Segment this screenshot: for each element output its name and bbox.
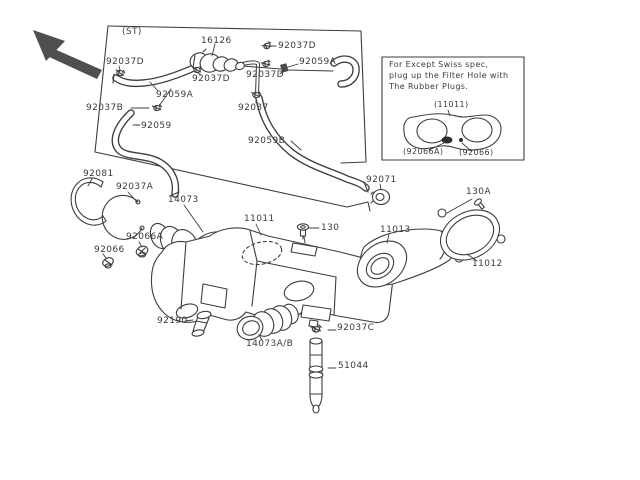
hose-92059a-right-elbow [330, 55, 360, 88]
part-label-cover-11012: 11012 [472, 259, 503, 269]
pointer-arrow-icon [33, 30, 102, 79]
circlip-92037a [101, 194, 145, 240]
part-label-element-11013: 11013 [380, 225, 411, 235]
clamps [114, 40, 322, 333]
cover-ring-11012 [437, 208, 506, 263]
part-label-duct-14073ab: 14073A/B [246, 339, 294, 349]
ring-92081 [70, 177, 107, 226]
part-label-note-line-2: plug up the Filter Hole with [389, 71, 509, 80]
part-label-duct-14073: 14073 [168, 195, 199, 205]
part-label-bolt-130a: 130A [466, 187, 491, 197]
part-label-bolt-130: 130 [321, 223, 340, 233]
part-label-clamp-92037b: 92037B [86, 103, 124, 113]
part-label-note-11011: (11011) [434, 100, 469, 109]
fitting-92190 [191, 310, 212, 337]
plug-92066a [135, 245, 149, 258]
part-label-note-line-1: For Except Swiss spec, [389, 60, 489, 69]
housing-11011 [150, 227, 394, 328]
rubber-plug-filled [441, 136, 453, 144]
breather-pipe [241, 60, 334, 97]
part-label-clamp-92037c: 92037C [337, 323, 375, 333]
part-label-hose-92059a-left: 92059A [156, 90, 194, 100]
duct-14073ab [236, 303, 299, 341]
part-label-clamp-92037d-2: 92037D [278, 41, 316, 51]
part-label-hose-92059b: 92059B [248, 136, 286, 146]
part-label-tube-51044: 51044 [338, 361, 369, 371]
part-label-note-92066: (92066) [459, 148, 494, 157]
tube-51044 [308, 337, 324, 414]
part-label-ring-92081: 92081 [83, 169, 114, 179]
part-label-grommet-92071: 92071 [366, 175, 397, 185]
bolt-130 [296, 223, 310, 240]
part-label-plug-92066a: 92066A [126, 232, 164, 242]
part-label-housing-11011: 11011 [244, 214, 275, 224]
part-label-clamp-92037d-3: 92037D [192, 74, 230, 84]
part-label-st-tag: (ST) [122, 27, 142, 37]
part-label-clamp-92037: 92037 [238, 103, 269, 113]
part-label-fitting-92190: 92190 [157, 316, 188, 326]
part-label-clamp-92037d-4: 92037D [246, 70, 284, 80]
bolt-130a [474, 198, 485, 210]
part-label-valve-16126: 16126 [201, 36, 232, 46]
part-label-hose-92059a-right: 92059A [299, 57, 337, 67]
hose-92059 [111, 109, 180, 198]
clamp-dark [280, 63, 289, 73]
leader-lines [87, 43, 478, 369]
note-box [381, 56, 525, 161]
grommet-92071 [370, 188, 391, 206]
filter-element-11013 [356, 228, 457, 288]
part-label-hose-92059: 92059 [141, 121, 172, 131]
part-label-note-92066a: (92066A) [403, 147, 444, 156]
hose-end-caps [112, 73, 369, 197]
hose-92059b [255, 94, 370, 192]
part-label-plug-92066: 92066 [94, 245, 125, 255]
st-section-border [94, 25, 371, 212]
part-label-clamp-92037d-1: 92037D [106, 57, 144, 67]
plug-92066 [102, 257, 114, 269]
rubber-plug-small [459, 138, 463, 142]
part-label-clamp-92037a: 92037A [116, 182, 154, 192]
part-label-note-line-3: The Rubber Plugs. [389, 82, 469, 91]
hose-92059a-left [112, 63, 200, 88]
